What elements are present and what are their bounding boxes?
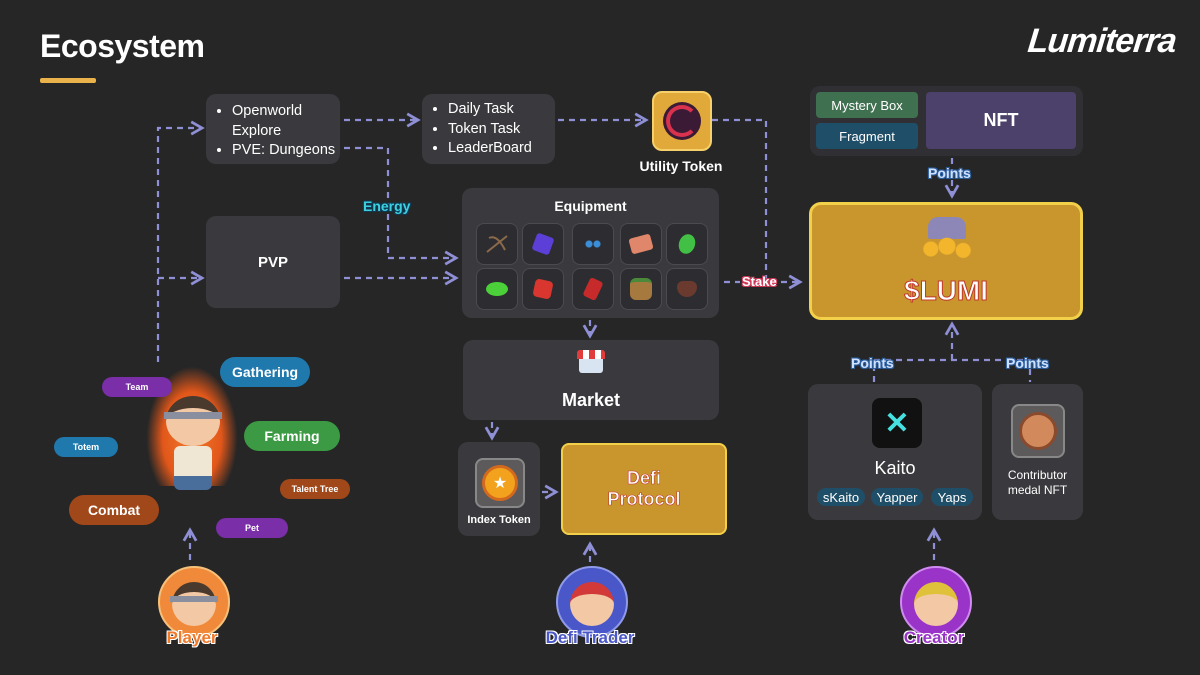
- nft-panel: Mystery Box Fragment NFT: [810, 86, 1083, 156]
- kaito-icon: ✕: [872, 398, 922, 448]
- contributor-label-2: medal NFT: [1007, 483, 1068, 497]
- stake-label: Stake: [742, 274, 777, 289]
- page-title: Ecosystem: [40, 28, 205, 64]
- skill-pet: Pet: [216, 518, 288, 538]
- defi-protocol-box: Defi Protocol: [561, 443, 727, 535]
- index-token-icon: ★: [475, 458, 525, 508]
- points-label-kaito: Points: [851, 355, 894, 371]
- treasure-chest-icon: [916, 213, 978, 267]
- index-token-label: Index Token: [467, 514, 531, 526]
- lumi-label: $LUMI: [904, 275, 989, 307]
- explore-item: Openworld Explore: [232, 102, 340, 141]
- skill-totem: Totem: [54, 437, 118, 457]
- defi-trader-label: Defi Trader: [545, 628, 635, 647]
- player-label: Player: [166, 628, 218, 647]
- kaito-tag-yapper: Yapper: [871, 488, 923, 506]
- index-token-box: ★ Index Token: [458, 442, 540, 536]
- contributor-box: Contributor medal NFT: [992, 384, 1083, 520]
- player-avatar: [158, 566, 230, 638]
- medal-icon: [1011, 404, 1065, 458]
- equipment-slot-green-slime: [476, 268, 518, 310]
- market-icon: [577, 350, 605, 374]
- equipment-slot-gem: [522, 223, 564, 265]
- contributor-label-1: Contributor: [1007, 468, 1068, 482]
- skill-gathering: Gathering: [220, 357, 310, 387]
- defi-protocol-line2: Protocol: [607, 489, 681, 510]
- equipment-slot-red-crystal: [572, 268, 614, 310]
- skill-combat: Combat: [69, 495, 159, 525]
- utility-token-icon: [652, 91, 712, 151]
- nft-block: NFT: [926, 92, 1076, 149]
- skill-farming: Farming: [244, 421, 340, 451]
- explore-box: Openworld Explore PVE: Dungeons: [206, 94, 340, 164]
- creator-label: Creator: [903, 628, 965, 647]
- lumi-box: $LUMI: [809, 202, 1083, 320]
- task-item: Daily Task: [448, 100, 555, 120]
- points-label-nft: Points: [928, 165, 971, 181]
- kaito-tag-yaps: Yaps: [931, 488, 973, 506]
- kaito-label: Kaito: [874, 458, 916, 478]
- explore-item: PVE: Dungeons: [232, 141, 340, 161]
- task-item: LeaderBoard: [448, 139, 555, 159]
- defi-protocol-line1: Defi: [626, 468, 662, 489]
- skill-talent-tree: Talent Tree: [280, 479, 350, 499]
- mystery-box-pill: Mystery Box: [816, 92, 918, 118]
- utility-token-label: Utility Token: [639, 158, 723, 174]
- title-underline: [40, 78, 96, 83]
- energy-label: Energy: [363, 198, 411, 214]
- pvp-box: PVP: [206, 216, 340, 308]
- equipment-slot-orbs: [572, 223, 614, 265]
- equipment-slot-crossbow: [476, 223, 518, 265]
- market-label: Market: [561, 390, 621, 410]
- points-label-medal: Points: [1006, 355, 1049, 371]
- task-item: Token Task: [448, 120, 555, 140]
- equipment-slot-totem-mask: [620, 268, 662, 310]
- lumiterra-logo: Lumiterra: [1026, 22, 1179, 60]
- defi-trader-avatar: [556, 566, 628, 638]
- equipment-slot-demon-head: [666, 268, 708, 310]
- skill-team: Team: [102, 377, 172, 397]
- pvp-label: PVP: [257, 253, 288, 271]
- equipment-slot-red-ore: [522, 268, 564, 310]
- creator-avatar: [900, 566, 972, 638]
- equipment-slot-slime: [666, 223, 708, 265]
- market-box: Market: [463, 340, 719, 420]
- fragment-pill: Fragment: [816, 123, 918, 149]
- equipment-title: Equipment: [554, 198, 627, 214]
- equipment-slot-ticket: [620, 223, 662, 265]
- tasks-box: Daily Task Token Task LeaderBoard: [422, 94, 555, 164]
- kaito-tag-skaito: sKaito: [817, 488, 865, 506]
